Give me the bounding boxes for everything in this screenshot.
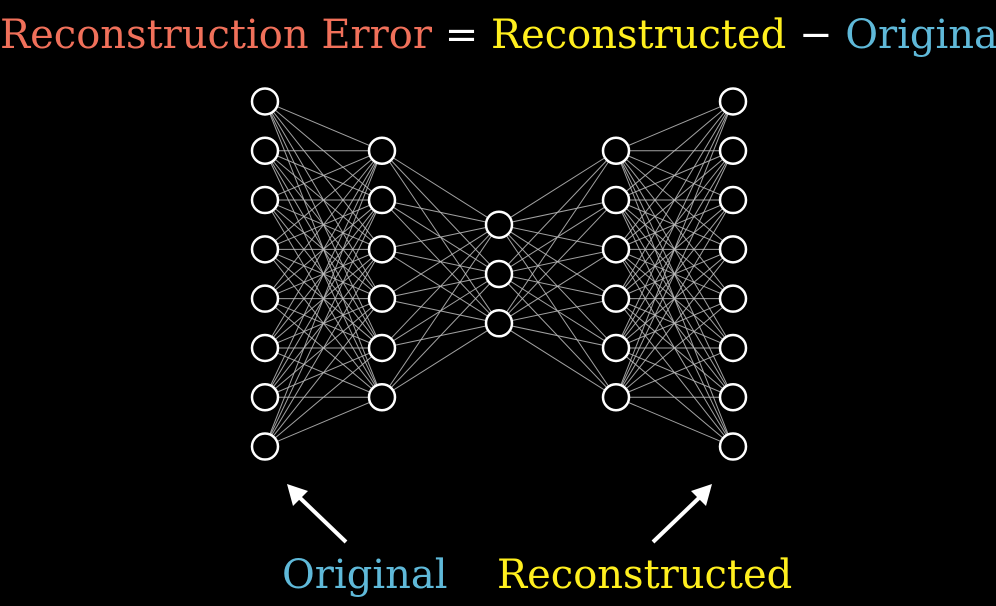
network-edge: [615, 249, 734, 398]
network-edge: [381, 224, 500, 300]
arrow-to-original: [287, 484, 348, 544]
network-edge: [264, 150, 383, 299]
network-edge: [381, 224, 500, 250]
equation-title: Reconstruction Error = Reconstructed − O…: [0, 12, 996, 58]
layer-4-node: [601, 383, 631, 412]
layer-5-node: [718, 235, 748, 264]
original-term: Original: [845, 12, 996, 58]
network-edge: [615, 199, 734, 398]
network-edge: [615, 101, 734, 299]
network-edge: [498, 199, 617, 324]
network-edge: [381, 199, 500, 226]
network-edge: [615, 298, 734, 398]
network-edges: [264, 100, 734, 448]
network-edge: [264, 199, 383, 447]
layer-2-node: [367, 383, 397, 412]
original-label: Original: [282, 552, 448, 598]
network-edge: [264, 100, 383, 152]
network-edge: [264, 150, 383, 447]
layer-5-node: [718, 87, 748, 116]
network-edge: [498, 150, 617, 324]
layer-1-node: [250, 383, 280, 412]
network-edge: [615, 100, 734, 152]
network-edge: [264, 150, 383, 349]
network-edge: [381, 273, 500, 398]
layer-4-node: [601, 136, 631, 165]
layer-3-node: [484, 259, 514, 289]
minus-sign: −: [798, 12, 833, 58]
network-edge: [381, 322, 500, 398]
layer-5-node: [718, 284, 748, 313]
layer-1-node: [250, 284, 280, 313]
layer-5-node: [718, 383, 748, 412]
layer-1-node: [250, 136, 280, 165]
arrow-to-reconstructed-head: [691, 484, 712, 506]
network-edge: [264, 150, 383, 201]
network-edge: [264, 249, 383, 447]
network-edge: [615, 150, 734, 398]
layer-4-node: [601, 333, 631, 363]
arrow-to-original-head: [287, 484, 308, 506]
network-edge: [264, 298, 383, 447]
network-edge: [498, 248, 617, 324]
layer-1-node: [250, 333, 280, 363]
network-nodes: [250, 87, 748, 461]
network-edge: [615, 101, 734, 398]
layer-2-node: [367, 185, 397, 215]
network-edge: [498, 298, 617, 324]
network-edge: [264, 150, 383, 250]
layer-1-node: [250, 87, 280, 116]
network-edge: [615, 101, 734, 201]
network-edge: [381, 224, 500, 349]
layer-2-node: [367, 284, 397, 313]
layer-4-node: [601, 284, 631, 313]
reconstruction-error-term: Reconstruction Error: [0, 12, 432, 58]
layer-2-node: [367, 235, 397, 264]
layer-5-node: [718, 333, 748, 363]
layer-3-node: [484, 210, 514, 239]
layer-5-node: [718, 185, 748, 215]
network-edge: [498, 322, 617, 398]
arrow-to-reconstructed-shaft: [651, 494, 703, 544]
layer-3-node: [484, 309, 514, 338]
layer-2-node: [367, 333, 397, 363]
network-edge: [498, 150, 617, 226]
network-edge: [264, 347, 383, 447]
network-edge: [615, 101, 734, 349]
layer-4-node: [601, 235, 631, 264]
layer-1-node: [250, 235, 280, 264]
network-edge: [498, 322, 617, 349]
reconstructed-term: Reconstructed: [490, 12, 787, 58]
network-edge: [381, 150, 500, 226]
network-edge: [615, 396, 734, 448]
network-edge: [381, 224, 500, 398]
network-edge: [615, 347, 734, 398]
equals-sign: =: [444, 12, 479, 58]
network-edge: [264, 396, 383, 448]
layer-4-node: [601, 185, 631, 215]
network-edge: [498, 150, 617, 275]
layer-5-node: [718, 136, 748, 165]
reconstructed-label: Reconstructed: [497, 552, 793, 598]
network-edge: [264, 150, 383, 398]
arrow-to-original-shaft: [296, 494, 348, 544]
layer-1-node: [250, 432, 280, 461]
network-edge: [615, 101, 734, 250]
arrow-to-reconstructed: [651, 484, 712, 544]
layer-1-node: [250, 185, 280, 215]
layer-5-node: [718, 432, 748, 461]
layer-2-node: [367, 136, 397, 165]
